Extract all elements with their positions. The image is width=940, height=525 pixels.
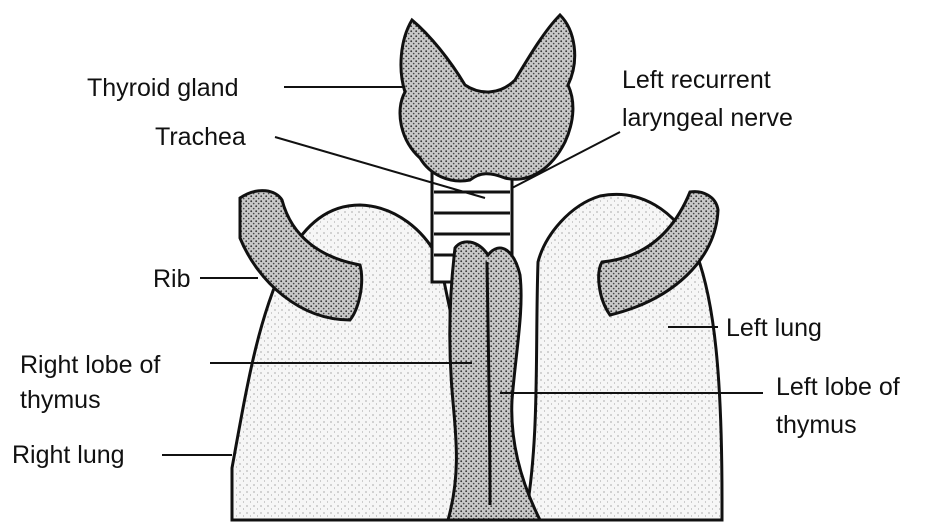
label-left-recurrent-line1: Left recurrent: [622, 66, 771, 94]
label-left-lung: Left lung: [726, 314, 822, 342]
label-trachea: Trachea: [155, 123, 246, 151]
label-right-lung: Right lung: [12, 441, 125, 469]
label-left-lobe-line1: Left lobe of: [776, 373, 900, 401]
label-left-lobe-line2: thymus: [776, 411, 857, 439]
label-right-lobe-line2: thymus: [20, 386, 101, 414]
label-left-recurrent-line2: laryngeal nerve: [622, 104, 793, 132]
thymus-shape: [448, 242, 540, 520]
label-thyroid-gland: Thyroid gland: [87, 74, 238, 102]
thyroid-gland-shape: [400, 15, 575, 181]
label-rib: Rib: [153, 265, 191, 293]
label-right-lobe-line1: Right lobe of: [20, 351, 160, 379]
